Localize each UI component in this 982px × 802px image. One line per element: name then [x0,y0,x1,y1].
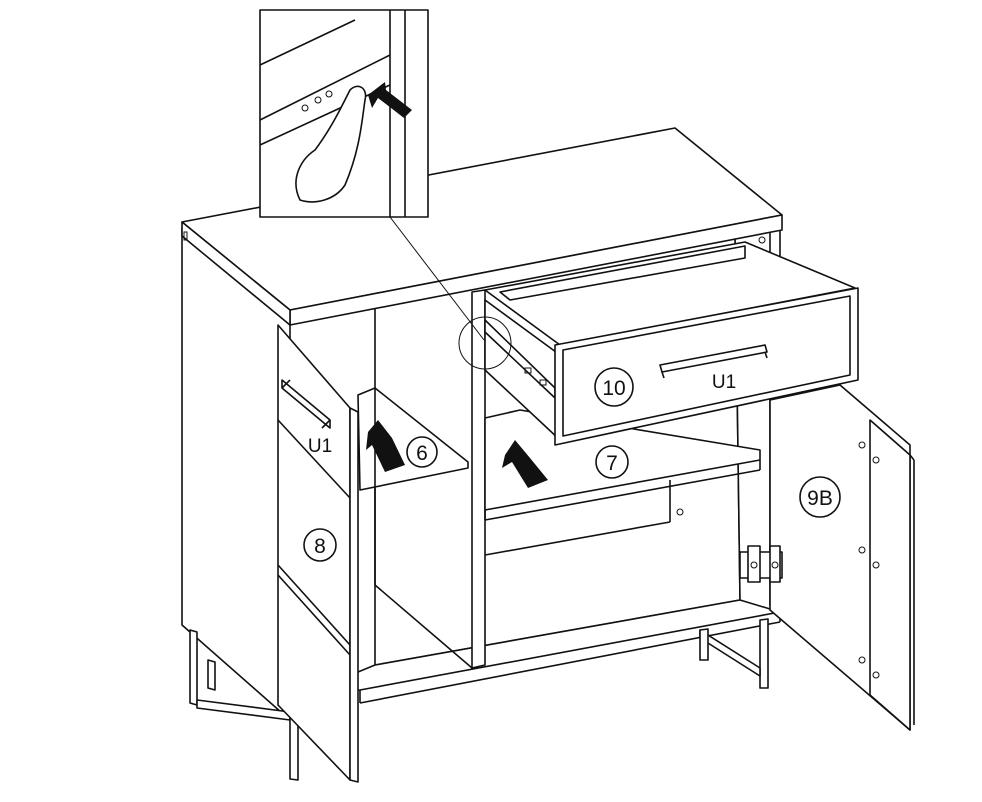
drawer-10 [484,241,859,446]
insert-arrow-icon-right [502,440,548,488]
handle-label-u1-left: U1 [308,436,332,457]
part-label-10: 10 [594,367,634,407]
svg-text:7: 7 [606,452,618,475]
left-door-handle [281,379,331,429]
svg-text:9B: 9B [807,487,833,510]
part-label-8: 8 [303,528,337,562]
detail-circle [458,316,512,370]
part-label-6: 6 [406,436,438,468]
detail-inset [259,9,485,341]
part-label-7: 7 [595,445,629,479]
cabinet-legs [189,618,769,781]
insert-arrow-icon-left [366,420,405,472]
door-right-9b [739,384,915,731]
part-label-9b: 9B [799,476,841,518]
svg-text:8: 8 [314,535,326,558]
svg-text:6: 6 [416,442,428,465]
hinge-icon [739,545,783,583]
handle-label-u1-drawer: U1 [712,372,736,393]
push-arrow-icon [368,82,412,118]
hand-icon [295,85,367,203]
svg-text:10: 10 [602,377,625,400]
drawer-handle [659,344,768,373]
